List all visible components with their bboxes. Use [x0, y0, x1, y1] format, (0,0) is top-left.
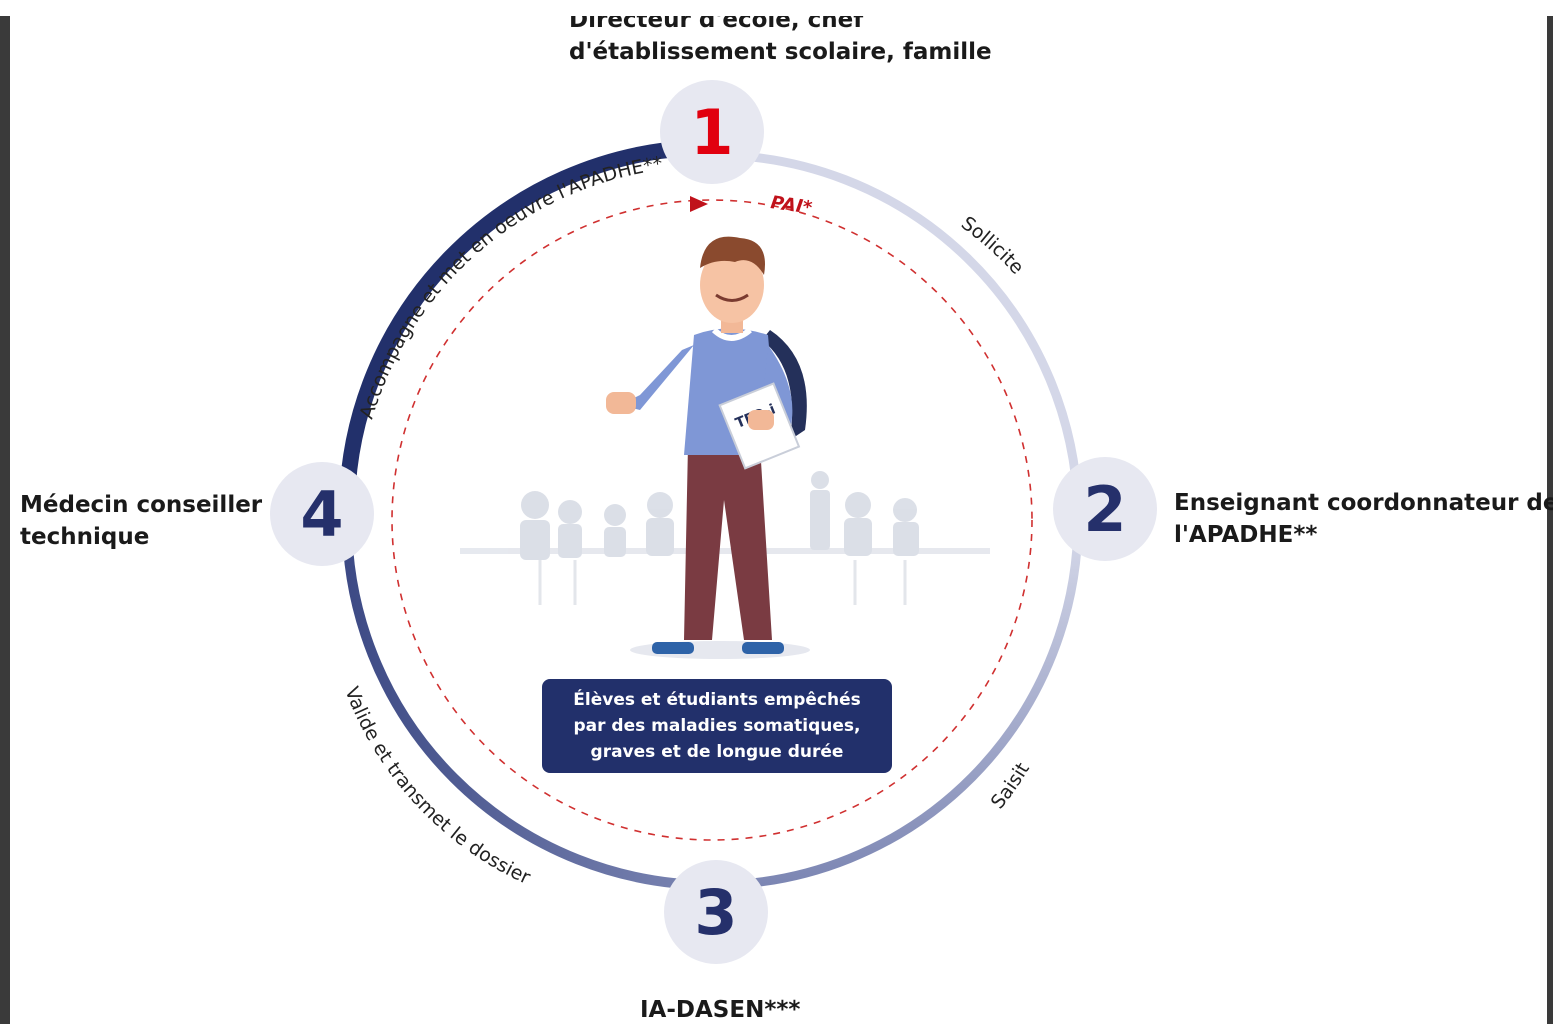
step-4-label: Médecin conseiller technique: [20, 489, 262, 553]
central-box: Élèves et étudiants empêchés par des mal…: [542, 679, 892, 773]
step-3-number: 3: [664, 860, 768, 964]
top-crop-edge: [0, 0, 1553, 16]
step-2-label: Enseignant coordonnateur de l'APADHE**: [1174, 487, 1553, 551]
student-illustration: TED-i: [606, 236, 810, 659]
pai-loop: [391, 199, 1033, 841]
step-3-label-line: IA-DASEN***: [640, 997, 801, 1023]
classroom-illustration: [460, 471, 990, 605]
central-box-line: graves et de longue durée: [590, 742, 844, 762]
step-1-number: 1: [660, 80, 764, 184]
step-2-number: 2: [1053, 457, 1157, 561]
arc-label-saisit: Saisit: [987, 759, 1034, 813]
step-1-label-line: d'établissement scolaire, famille: [569, 39, 992, 65]
arc-solicite: [711, 150, 1083, 511]
central-box-line: par des maladies somatiques,: [573, 716, 861, 736]
right-window-edge: [1547, 0, 1553, 1024]
step-4-label-line: technique: [20, 524, 150, 550]
arc-saisit: [715, 519, 1083, 890]
central-box-line: Élèves et étudiants empêchés: [573, 690, 861, 710]
arc-valide: [342, 519, 713, 890]
step-4-number: 4: [270, 462, 374, 566]
step-2-label-line: Enseignant coordonnateur de: [1174, 490, 1553, 516]
step-2-label-line: l'APADHE**: [1174, 522, 1318, 548]
arc-accompagne: [339, 140, 691, 501]
pai-arrow-icon: [690, 196, 708, 212]
arc-label-solicite: Sollicite: [957, 212, 1028, 278]
step-3-label: IA-DASEN***: [640, 994, 800, 1026]
pai-label: PAI*: [769, 192, 814, 219]
left-window-edge: [0, 0, 10, 1024]
arc-label-accompagne: Accompagne et met en oeuvre l'APADHE**: [356, 153, 664, 422]
step-4-label-line: Médecin conseiller: [20, 492, 263, 518]
arc-label-valide: Valide et transmet le dossier: [340, 684, 534, 889]
